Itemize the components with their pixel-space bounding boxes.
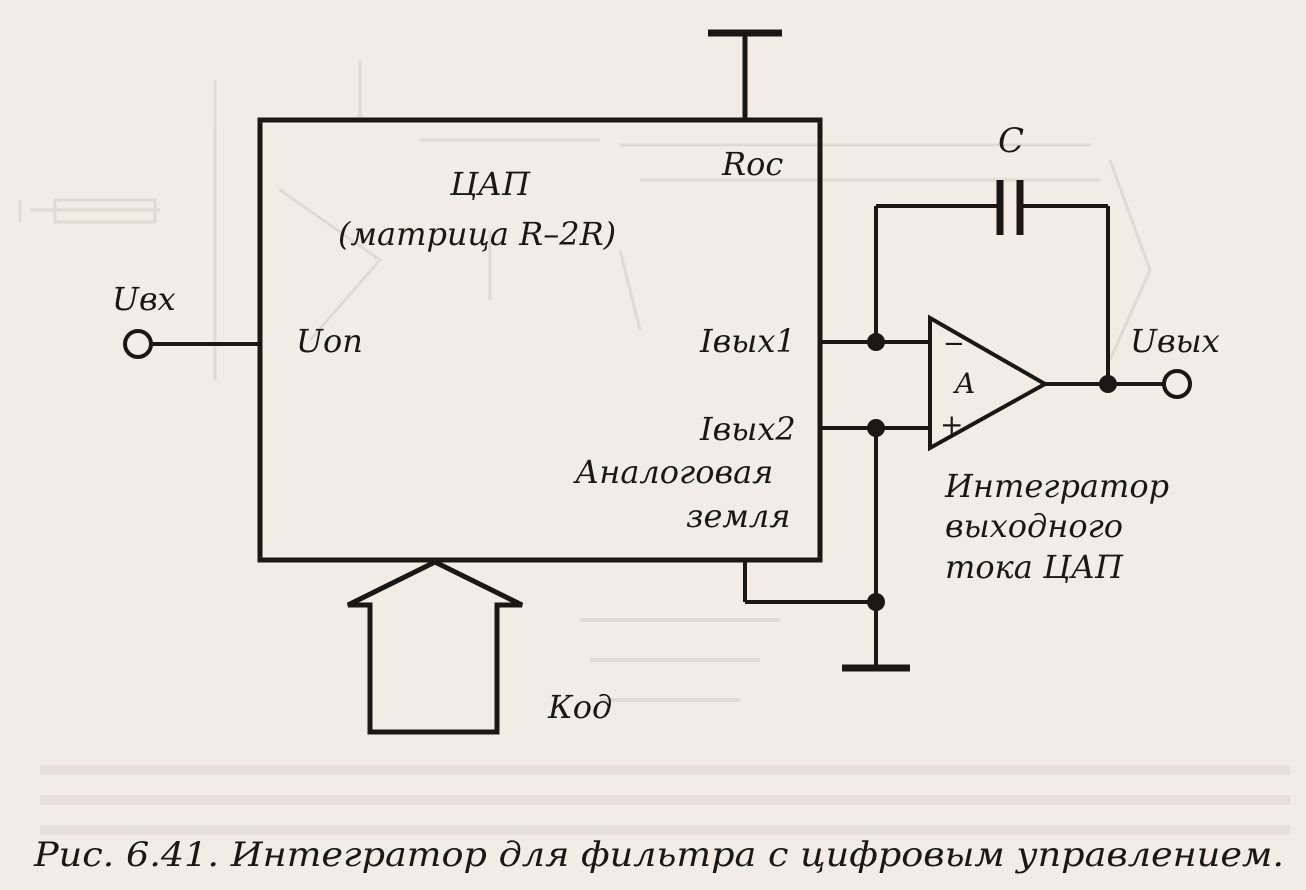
iout2-wire [820, 426, 930, 668]
capacitor-label: C [998, 121, 1024, 161]
pin-iout1-label: Iвых1 [699, 322, 796, 360]
analog-ground-label: Аналоговая [573, 453, 773, 491]
code-label: Код [547, 688, 612, 726]
junction-node [867, 333, 885, 351]
show-through-background [18, 60, 1290, 835]
capacitor [996, 180, 1110, 384]
opamp-triangle [928, 314, 1050, 452]
integrator-note-line-1: Интегратор [944, 467, 1169, 505]
dac-subtitle: (матрица R–2R) [338, 215, 616, 253]
opamp-label: A [952, 367, 975, 400]
analog-ground-wire [743, 560, 876, 604]
integrator-note-line-2: выходного [945, 507, 1123, 545]
opamp-plus-label: + [940, 408, 963, 441]
dac-title: ЦАП [449, 165, 531, 203]
junction-node [867, 419, 885, 437]
input-label: Uвх [112, 280, 176, 318]
code-bus-arrow [346, 559, 524, 735]
analog-ground-label-2: земля [686, 497, 790, 535]
roc-terminal [708, 29, 782, 120]
pin-uop-label: Uоп [296, 322, 363, 360]
output-wire [1045, 369, 1192, 399]
input-wire [123, 329, 260, 359]
junction-node [1099, 375, 1117, 393]
iout1-wire [820, 204, 1000, 344]
figure-caption: Рис. 6.41. Интегратор для фильтра с цифр… [33, 835, 1284, 875]
output-label: Uвых [1130, 322, 1220, 360]
junction-node [867, 593, 885, 611]
integrator-note-line-3: тока ЦАП [945, 548, 1124, 586]
pin-iout2-label: Iвых2 [699, 410, 796, 448]
pin-roc-label: Roc [721, 145, 783, 183]
opamp-minus-label: − [943, 329, 965, 359]
